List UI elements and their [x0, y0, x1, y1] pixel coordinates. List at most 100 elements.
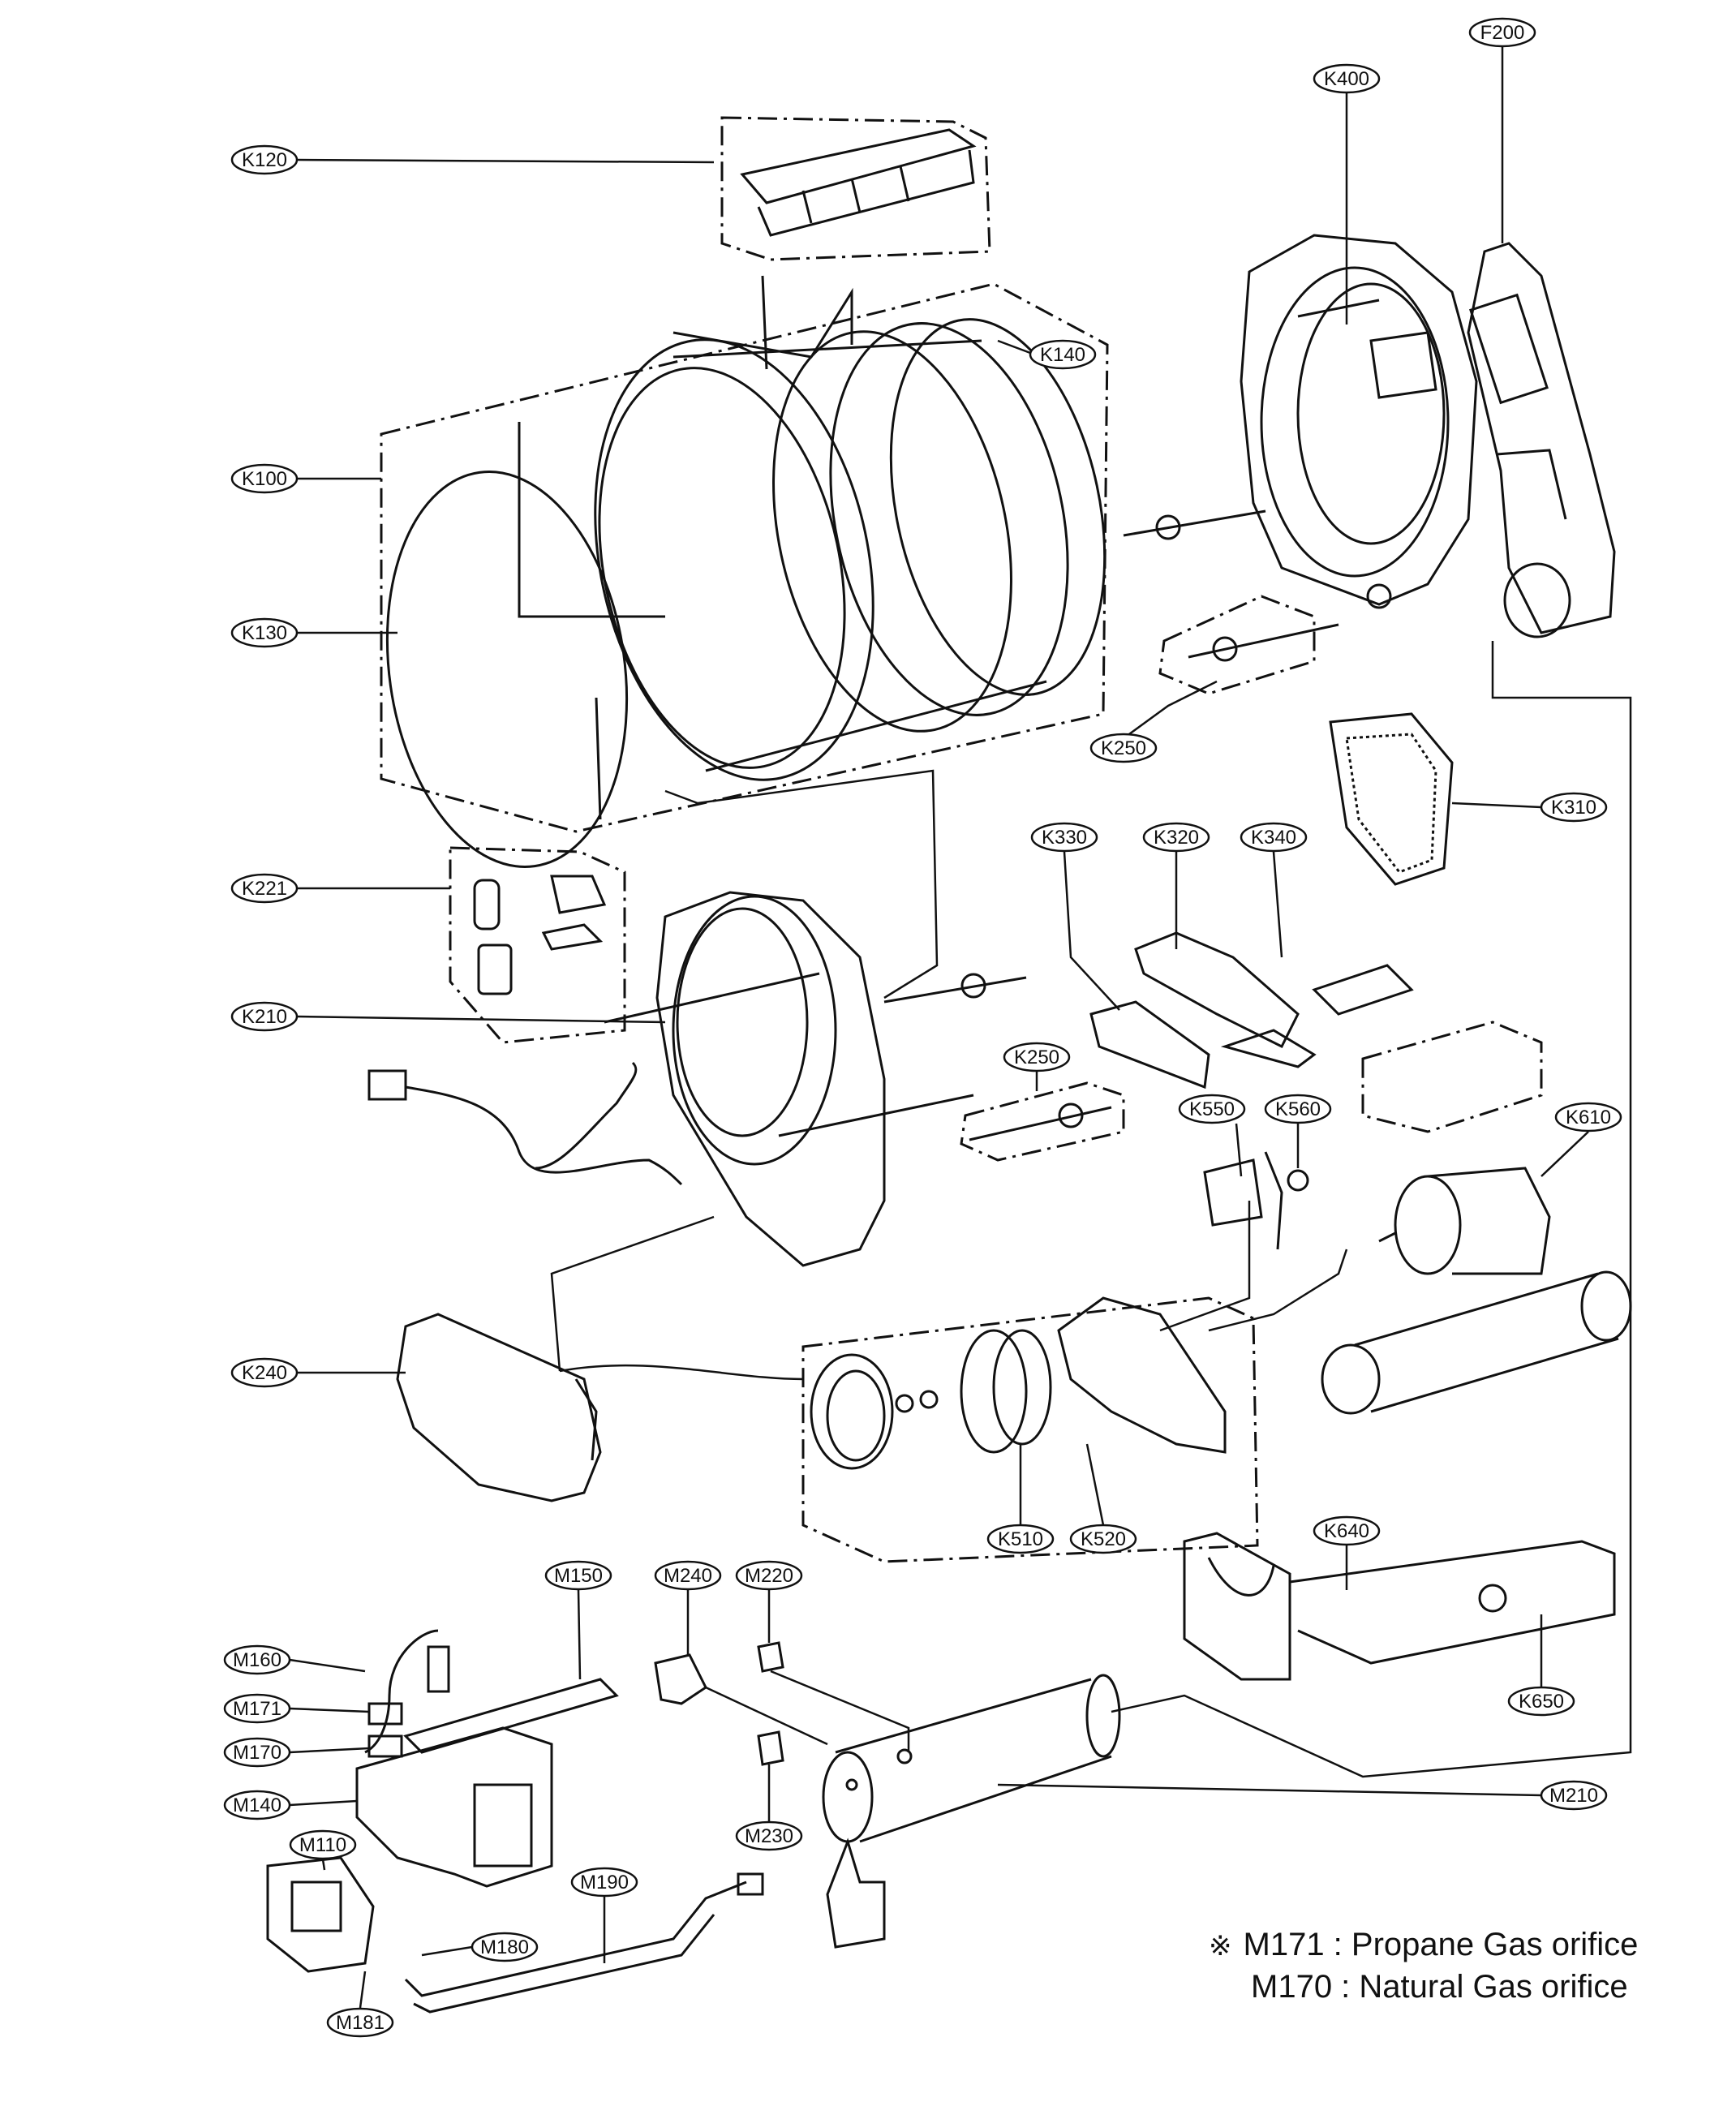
- callout-labels: K120 K100 K130 K140 K400 F200 K250 K310 …: [223, 17, 1622, 2038]
- callout-text: M181: [336, 2012, 385, 2034]
- callout-m181: M181: [326, 2007, 394, 2038]
- callout-text: K240: [242, 1362, 287, 1384]
- callout-text: K520: [1081, 1528, 1126, 1550]
- orifice-note: ※ M171 : Propane Gas orifice M170 : Natur…: [1209, 1924, 1638, 2007]
- reference-mark: ※: [1209, 1931, 1232, 1962]
- callout-k330: K330: [1030, 822, 1098, 853]
- part-m190-pipe: [404, 1872, 764, 2014]
- callout-k140: K140: [1029, 339, 1097, 370]
- callout-m140: M140: [223, 1790, 291, 1820]
- callout-m171: M171: [223, 1693, 291, 1724]
- callout-text: M230: [745, 1825, 793, 1847]
- callout-text: K340: [1251, 827, 1296, 849]
- callout-k640: K640: [1313, 1515, 1381, 1546]
- callout-text: F200: [1480, 22, 1525, 44]
- callout-text: K610: [1566, 1107, 1611, 1128]
- callout-k250-upper: K250: [1089, 733, 1158, 763]
- part-k310-filter: [1329, 712, 1454, 886]
- callout-text: K400: [1324, 68, 1369, 90]
- part-k120-bracket: [720, 116, 991, 261]
- callout-f200: F200: [1468, 17, 1536, 48]
- callout-text: M220: [745, 1565, 793, 1587]
- part-k550-thermostat: [1203, 1151, 1309, 1250]
- part-k330-k320-k340: [1089, 931, 1414, 1090]
- part-k640-k650-bracket: [1183, 1532, 1616, 1681]
- callout-k250-lower: K250: [1003, 1042, 1071, 1072]
- callout-text: K100: [242, 468, 287, 490]
- callout-text: K221: [242, 878, 287, 900]
- callout-m150: M150: [544, 1560, 612, 1591]
- callout-text: K640: [1324, 1520, 1369, 1542]
- callout-text: M140: [233, 1794, 281, 1816]
- part-drum-group: [380, 275, 1109, 868]
- callout-k610: K610: [1554, 1102, 1622, 1133]
- callout-text: K330: [1042, 827, 1087, 849]
- callout-text: K120: [242, 149, 287, 171]
- part-m110-valve: [266, 1856, 375, 1973]
- callout-m190: M190: [570, 1867, 638, 1898]
- callout-text: K510: [998, 1528, 1043, 1550]
- part-wire-harness: [367, 1061, 683, 1186]
- callout-k340: K340: [1240, 822, 1308, 853]
- callout-text: M150: [554, 1565, 603, 1587]
- callout-k240: K240: [230, 1357, 299, 1388]
- callout-k130: K130: [230, 617, 299, 648]
- callout-text: K140: [1040, 344, 1085, 366]
- part-duct-tube: [1321, 1270, 1632, 1415]
- callout-m160: M160: [223, 1644, 291, 1675]
- callout-m180: M180: [471, 1932, 539, 1962]
- callout-text: M240: [664, 1565, 712, 1587]
- callout-k100: K100: [230, 463, 299, 494]
- callout-k320: K320: [1142, 822, 1210, 853]
- part-k210-bulkhead: [604, 891, 974, 1267]
- part-k250-roller-lower: [883, 973, 1125, 1162]
- callout-k210: K210: [230, 1001, 299, 1032]
- callout-k310: K310: [1540, 792, 1608, 823]
- callout-text: M160: [233, 1649, 281, 1671]
- callout-text: K250: [1101, 737, 1146, 759]
- callout-text: M170: [233, 1742, 281, 1764]
- callout-m230: M230: [735, 1820, 803, 1851]
- part-m150-burner: [364, 1629, 619, 1758]
- part-k250-roller-upper: [1123, 509, 1339, 695]
- note-row-propane: ※ M171 : Propane Gas orifice: [1209, 1924, 1638, 1966]
- part-m240-m220-m230: [654, 1641, 886, 1949]
- callout-text: K550: [1189, 1098, 1235, 1120]
- part-k240-trap: [396, 1313, 602, 1502]
- callout-k560: K560: [1264, 1094, 1332, 1124]
- callout-text: M110: [299, 1834, 346, 1856]
- part-m140-mount: [355, 1726, 553, 1888]
- part-k610-motor: [1361, 1021, 1551, 1275]
- callout-m110: M110: [289, 1829, 357, 1860]
- callout-text: M180: [480, 1936, 529, 1958]
- callout-k550: K550: [1178, 1094, 1246, 1124]
- callout-text: M171: [233, 1698, 281, 1720]
- callout-text: M210: [1549, 1785, 1598, 1807]
- callout-k400: K400: [1313, 63, 1381, 94]
- callout-text: K130: [242, 622, 287, 644]
- callout-m210: M210: [1540, 1780, 1608, 1811]
- callout-text: K650: [1519, 1691, 1564, 1713]
- callout-text: K560: [1275, 1098, 1321, 1120]
- callout-m220: M220: [735, 1560, 803, 1591]
- callout-m170: M170: [223, 1737, 291, 1768]
- callout-text: K310: [1551, 797, 1596, 819]
- callout-text: M190: [580, 1872, 629, 1893]
- part-m210-tube: [822, 1674, 1121, 1843]
- part-f200-duct: [1467, 242, 1616, 638]
- note-propane-text: M171 : Propane Gas orifice: [1243, 1927, 1639, 1962]
- part-blower-group: [801, 1296, 1259, 1563]
- callout-k520: K520: [1069, 1524, 1137, 1554]
- part-k400-bulkhead: [1240, 234, 1478, 609]
- callout-text: K320: [1154, 827, 1199, 849]
- callout-k510: K510: [986, 1524, 1055, 1554]
- leader-lines: [289, 47, 1632, 2009]
- callout-text: K250: [1014, 1047, 1059, 1068]
- note-row-natural: M170 : Natural Gas orifice: [1209, 1966, 1638, 2007]
- part-k221-lamp-group: [449, 846, 626, 1044]
- note-natural-text: M170 : Natural Gas orifice: [1251, 1969, 1628, 2005]
- callout-m240: M240: [654, 1560, 722, 1591]
- callout-k120: K120: [230, 144, 299, 175]
- callout-k221: K221: [230, 873, 299, 904]
